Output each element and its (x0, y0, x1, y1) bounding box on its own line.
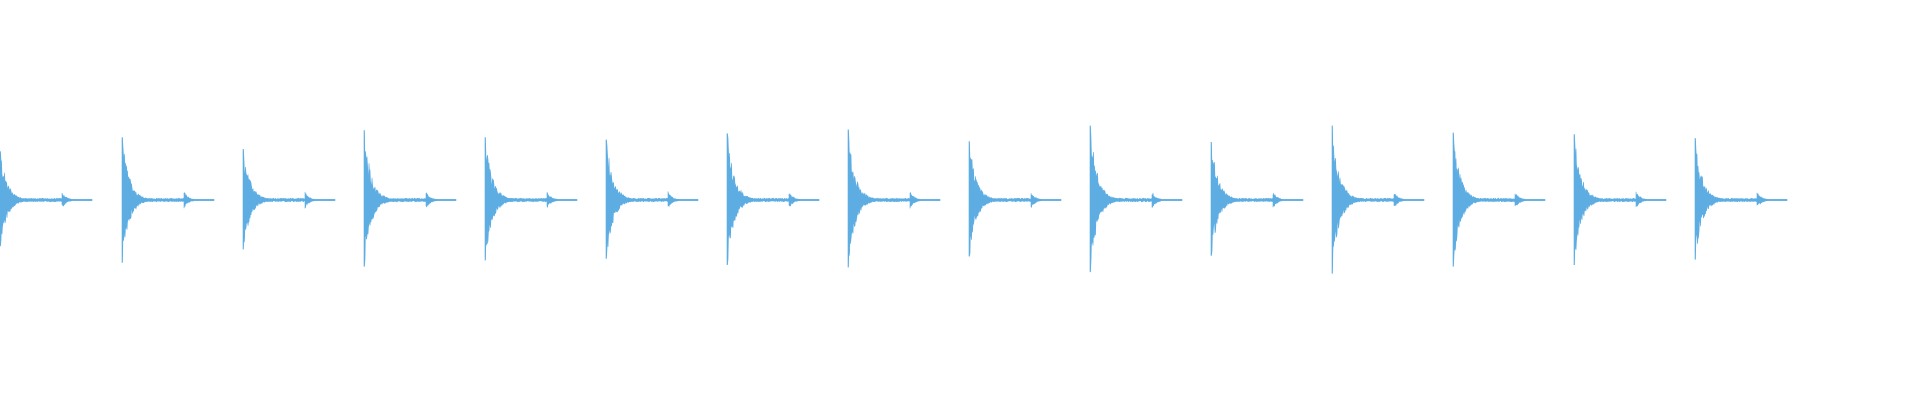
drum-hit (1210, 142, 1304, 256)
drum-hit (847, 129, 941, 268)
hit-transient (484, 137, 548, 261)
hit-transient (1452, 132, 1516, 267)
hit-transient (363, 130, 427, 267)
drum-hit (484, 137, 578, 261)
hit-transient (847, 129, 911, 268)
hit-transient (0, 151, 63, 247)
hit-echo (667, 191, 699, 208)
hit-transient (1089, 125, 1153, 273)
drum-hit (726, 133, 820, 265)
hit-transient (726, 133, 790, 265)
drum-hit (242, 149, 336, 250)
waveform-hits (0, 125, 1788, 274)
drum-hit (968, 141, 1062, 257)
drum-hit (0, 151, 93, 247)
hit-transient (1694, 138, 1758, 260)
hit-echo (1756, 192, 1788, 206)
drum-hit (1694, 138, 1788, 260)
hit-transient (605, 139, 669, 259)
hit-transient (968, 141, 1032, 257)
drum-hit (1089, 125, 1183, 273)
hit-transient (1573, 134, 1637, 265)
hit-transient (1210, 142, 1274, 256)
drum-hit (1452, 132, 1546, 267)
hit-echo (1635, 191, 1667, 208)
hit-transient (121, 137, 185, 263)
drum-hit (605, 139, 699, 259)
drum-hit (121, 137, 215, 263)
drum-hit (1573, 134, 1667, 265)
drum-hit (1331, 125, 1425, 274)
hit-transient (242, 149, 306, 250)
hit-transient (1331, 125, 1395, 274)
drum-hit (363, 130, 457, 267)
